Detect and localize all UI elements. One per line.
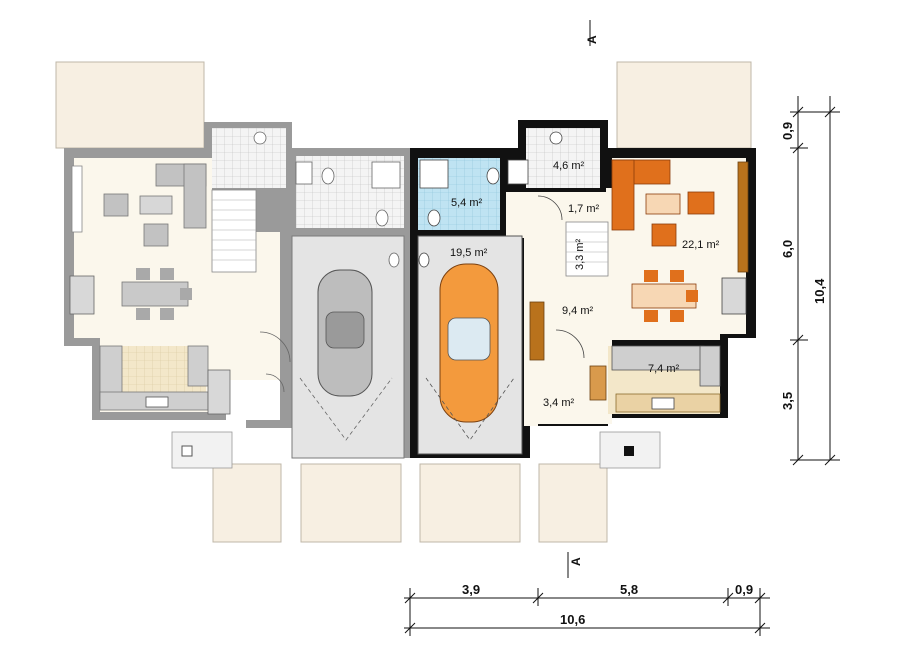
dim-right-mid: 6,0 — [780, 240, 795, 258]
dimensions-bottom — [404, 588, 770, 636]
dim-right-bottom: 3,5 — [780, 392, 795, 410]
dim-bottom-total: 10,6 — [560, 612, 585, 627]
label-bath: 5,4 m² — [451, 197, 483, 209]
label-hall-small: 1,7 m² — [568, 203, 600, 215]
section-marker-top: A — [585, 20, 599, 46]
section-label-bottom: A — [569, 557, 583, 566]
terraces — [55, 61, 752, 543]
label-vestibule: 3,4 m² — [543, 397, 575, 409]
dim-right-top: 0,9 — [780, 122, 795, 140]
label-wc-upper: 4,6 m² — [553, 160, 585, 172]
label-kitchen: 7,4 m² — [648, 363, 680, 375]
car-grey — [317, 269, 373, 397]
dim-right-total: 10,4 — [812, 278, 827, 304]
dim-bottom-mid: 5,8 — [620, 582, 638, 597]
label-stairs: 3,3 m² — [574, 238, 586, 270]
dim-bottom-left: 3,9 — [462, 582, 480, 597]
car-orange — [439, 263, 499, 423]
section-label-top: A — [585, 35, 599, 44]
left-unit — [64, 122, 410, 459]
dimensions-right — [790, 96, 840, 466]
label-hall: 9,4 m² — [562, 305, 594, 317]
label-living: 22,1 m² — [682, 239, 720, 251]
right-unit — [410, 120, 756, 458]
label-garage: 19,5 m² — [450, 247, 488, 259]
section-marker-bottom: A — [567, 552, 583, 578]
dim-bottom-right: 0,9 — [735, 582, 753, 597]
